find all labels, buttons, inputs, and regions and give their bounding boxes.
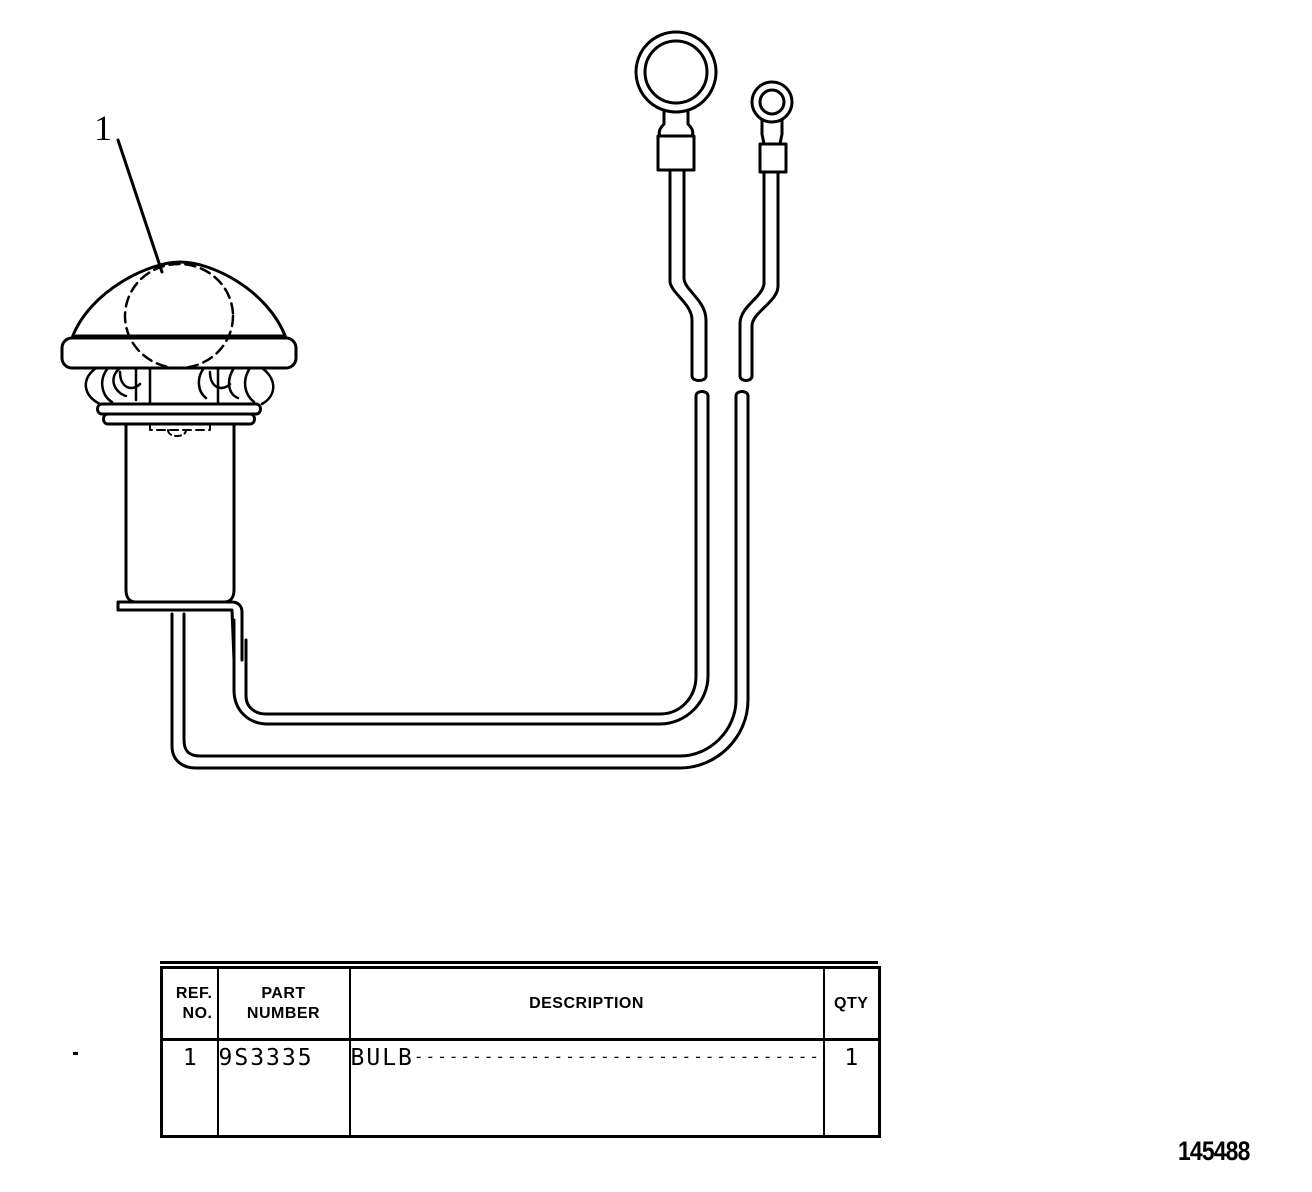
- callout-number: 1: [94, 108, 112, 148]
- row-description-text: BULB: [350, 1045, 414, 1071]
- ring-terminal-small: [750, 80, 794, 174]
- wire-break-lower: [694, 390, 750, 398]
- lamp-lens: [70, 260, 288, 370]
- lamp-clips: [84, 366, 275, 406]
- document-number: 145488: [1178, 1136, 1250, 1166]
- header-part-number: PART NUMBER: [216, 966, 351, 1041]
- header-part-line2: NUMBER: [246, 1004, 321, 1022]
- lamp-collar: [96, 402, 262, 437]
- outer-wire: [170, 394, 750, 770]
- row-ref-no: 1: [160, 1038, 219, 1138]
- header-ref-line1: REF.: [175, 984, 213, 1002]
- callout-leader-line: [116, 138, 164, 274]
- stray-mark: [73, 1052, 78, 1055]
- header-description: DESCRIPTION: [348, 966, 825, 1041]
- ring-terminal-large: [634, 30, 718, 172]
- inner-wire: [232, 394, 710, 726]
- lamp-rim: [60, 336, 298, 370]
- table-top-rule: [160, 961, 878, 964]
- lamp-socket: [124, 422, 236, 604]
- table-row: 1 9S3335 BULB---------------------------…: [160, 1038, 881, 1138]
- parts-table-header-row: REF. NO. PART NUMBER DESCRIPTION QTY: [160, 966, 881, 1041]
- header-ref-line2: NO.: [182, 1004, 213, 1022]
- row-description-leader: --------------------------------------: [413, 1047, 824, 1066]
- upper-wires: [668, 168, 780, 382]
- row-part-number: 9S3335: [216, 1038, 351, 1138]
- mounting-bracket: [116, 600, 244, 662]
- row-description: BULB------------------------------------…: [348, 1038, 825, 1138]
- parts-table: REF. NO. PART NUMBER DESCRIPTION QTY 1 9…: [160, 966, 881, 1138]
- header-part-line1: PART: [261, 984, 306, 1002]
- header-qty: QTY: [822, 966, 881, 1041]
- header-ref-no: REF. NO.: [160, 966, 219, 1041]
- row-qty: 1: [822, 1038, 881, 1138]
